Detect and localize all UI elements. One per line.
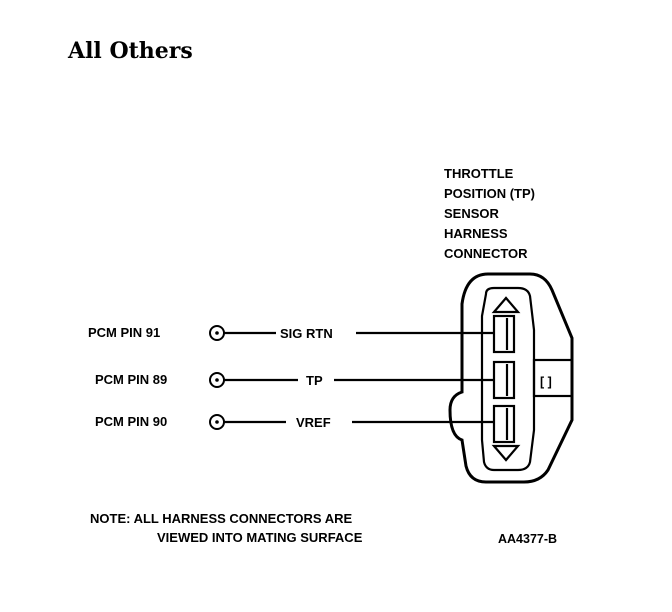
- connector-label-line: HARNESS: [444, 226, 508, 241]
- figure-code: AA4377-B: [498, 532, 557, 546]
- connector-label-line: CONNECTOR: [444, 246, 528, 261]
- connector-body: [ ]: [448, 272, 574, 484]
- pin-row: PCM PIN 89 TP: [95, 372, 494, 388]
- connector-label: THROTTLE POSITION (TP) SENSOR HARNESS CO…: [444, 166, 535, 261]
- pcm-pin-label: PCM PIN 89: [95, 372, 167, 387]
- pin-row: PCM PIN 91 SIG RTN: [88, 325, 494, 341]
- signal-label: TP: [306, 373, 323, 388]
- latch-mark: [ ]: [540, 375, 552, 389]
- terminal-3: [492, 404, 516, 444]
- signal-label: SIG RTN: [280, 326, 333, 341]
- pin-row: PCM PIN 90 VREF: [95, 414, 494, 430]
- pcm-pin-label: PCM PIN 90: [95, 414, 167, 429]
- terminal-2: [492, 360, 516, 400]
- note-line: NOTE: ALL HARNESS CONNECTORS ARE: [90, 511, 353, 526]
- note: NOTE: ALL HARNESS CONNECTORS ARE VIEWED …: [90, 511, 363, 545]
- terminal-1: [492, 314, 516, 354]
- connector-label-line: SENSOR: [444, 206, 500, 221]
- pcm-pin-label: PCM PIN 91: [88, 325, 160, 340]
- note-line: VIEWED INTO MATING SURFACE: [157, 530, 363, 545]
- page-title: All Others: [67, 38, 193, 64]
- connector-label-line: THROTTLE: [444, 166, 514, 181]
- connector-label-line: POSITION (TP): [444, 186, 535, 201]
- signal-label: VREF: [296, 415, 331, 430]
